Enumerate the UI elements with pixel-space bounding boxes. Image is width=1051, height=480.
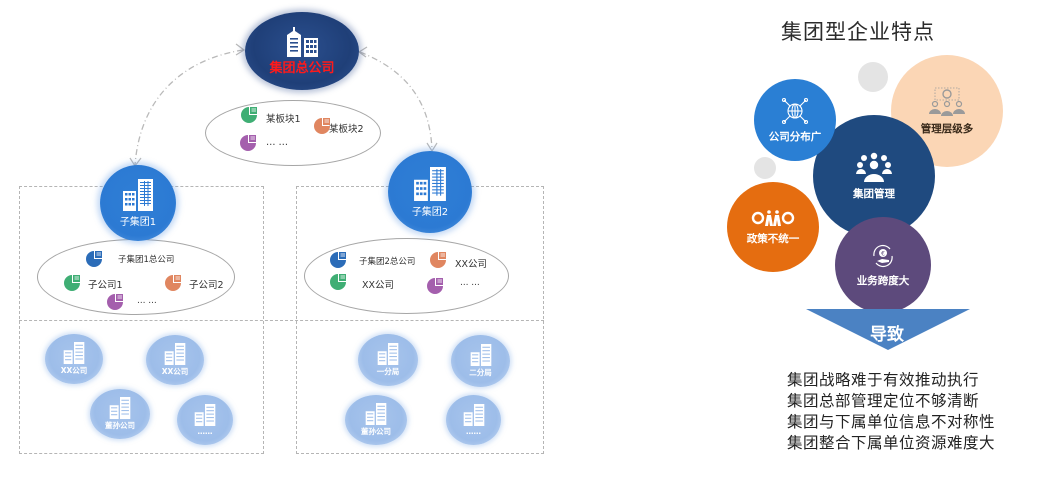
subgroup2-unit-2[interactable]: 二分局 (451, 335, 510, 387)
subgroup2-member-more-icon (427, 278, 443, 294)
result-list: 集团战略难于有效推动执行 集团总部管理定位不够清断 集团与下属单位信息不对称性 … (787, 370, 995, 454)
subgroup1-member-hq-icon (86, 251, 102, 267)
subgroup1-member-1-icon (64, 275, 80, 291)
subgroup2-unit-1[interactable]: 一分局 (358, 334, 418, 386)
feature-label: 政策不统一 (746, 232, 800, 245)
subgroup1-unit-2[interactable]: XX公司 (146, 335, 204, 385)
hq-segments-group (205, 100, 381, 166)
subgroup1-member-2-label: 子公司2 (189, 280, 224, 291)
subgroup2-member-hq-label: 子集团2总公司 (359, 257, 416, 267)
gears-people-icon (751, 209, 795, 226)
subgroup2-member-1-label: XX公司 (455, 259, 488, 270)
unit-label: XX公司 (60, 366, 88, 375)
subgroup2-member-more-label: … … (460, 278, 480, 288)
building-icon (109, 397, 131, 419)
subgroup2-label: 子集团2 (411, 206, 449, 218)
subgroup1-member-1-label: 子公司1 (88, 280, 123, 291)
feature-center-group-management[interactable]: 集团管理 (813, 115, 935, 237)
subgroup1-member-2-icon (165, 275, 181, 291)
subgroup2-member-1-icon (430, 252, 446, 268)
unit-label: 董孙公司 (361, 427, 391, 436)
building-icon (123, 178, 153, 211)
building-icon (287, 26, 318, 57)
subgroup1-unit-3[interactable]: 董孙公司 (90, 389, 150, 439)
subgroup2-members-group (304, 238, 509, 314)
subgroup2-unit-3[interactable]: 董孙公司 (345, 395, 407, 445)
feature-label: 业务跨度大 (856, 274, 910, 287)
center-label: 集团管理 (853, 187, 895, 200)
segment-2-icon (314, 118, 330, 134)
subgroup1-member-more-icon (107, 294, 123, 310)
building-icon (194, 404, 216, 426)
segment-2-label: 某板块2 (329, 124, 364, 135)
team-icon (856, 152, 892, 182)
subgroup2-member-hq-icon (330, 252, 346, 268)
panel-title: 集团型企业特点 (781, 20, 935, 44)
subgroup1-node[interactable]: 子集团1 (100, 165, 176, 241)
segment-1-icon (241, 107, 257, 123)
subgroup1-unit-1[interactable]: XX公司 (45, 334, 103, 384)
subgroup2-member-2-icon (330, 274, 346, 290)
segment-more-label: … … (266, 137, 289, 148)
building-icon (377, 343, 399, 365)
headquarters-label: 集团总公司 (269, 60, 335, 76)
feature-label: 管理层级多 (920, 122, 974, 135)
unit-label: 董孙公司 (105, 421, 135, 430)
svg-text:€: € (881, 250, 885, 257)
globe-network-icon (781, 97, 809, 124)
building-icon (63, 342, 85, 364)
subgroup2-node[interactable]: 子集团2 (388, 151, 472, 233)
building-icon (414, 166, 446, 201)
subgroup1-unit-more[interactable]: …… (177, 395, 233, 445)
building-icon (365, 403, 387, 425)
segment-more-icon (240, 135, 256, 151)
hierarchy-gear-icon (929, 87, 965, 116)
divider-line (19, 320, 544, 321)
money-hand-icon: € (873, 244, 893, 267)
subgroup1-member-more-label: … … (137, 296, 157, 306)
building-icon (164, 343, 186, 365)
decor-dot (754, 157, 776, 179)
feature-wide-distribution[interactable]: 公司分布广 (754, 79, 836, 161)
result-item: 集团战略难于有效推动执行 (787, 371, 980, 389)
building-icon (470, 344, 491, 366)
subgroup2-unit-more[interactable]: …… (446, 395, 501, 445)
feature-label: 公司分布广 (768, 130, 822, 143)
subgroup1-label: 子集团1 (119, 216, 157, 228)
segment-1-label: 某板块1 (266, 114, 301, 125)
headquarters-node[interactable]: 集团总公司 (245, 12, 359, 90)
subgroup1-member-hq-label: 子集团1总公司 (118, 255, 175, 265)
result-item: 集团总部管理定位不够清断 (787, 392, 980, 410)
leads-to-label: 导致 (870, 325, 904, 345)
building-icon (463, 404, 484, 426)
unit-label: XX公司 (161, 367, 189, 376)
unit-label: 一分局 (376, 367, 400, 376)
unit-label: …… (466, 427, 481, 436)
leads-to-arrow (806, 309, 970, 350)
feature-wide-business-span[interactable]: € 业务跨度大 (835, 217, 931, 313)
result-item: 集团整合下属单位资源难度大 (787, 434, 996, 452)
result-item: 集团与下属单位信息不对称性 (787, 413, 996, 431)
arrow-hq-to-subgroup2 (359, 51, 433, 151)
unit-label: 二分局 (469, 368, 492, 377)
feature-inconsistent-policy[interactable]: 政策不统一 (727, 182, 819, 272)
subgroup2-member-2-label: XX公司 (362, 280, 395, 291)
decor-dot (858, 62, 888, 92)
unit-label: …… (197, 427, 213, 436)
